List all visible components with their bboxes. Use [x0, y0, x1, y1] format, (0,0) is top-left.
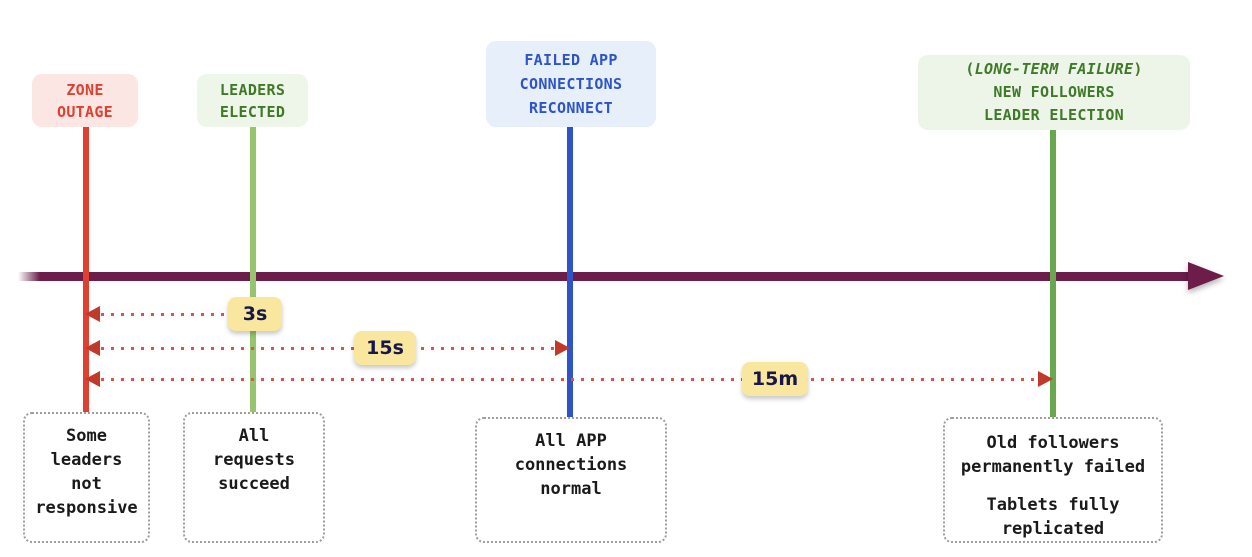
state-line: leaders: [50, 450, 123, 470]
event-label-line: NEW FOLLOWERS: [993, 83, 1115, 101]
arrow-left-icon: [85, 340, 100, 356]
arrow-right-icon: [1038, 371, 1053, 387]
state-line: succeed: [218, 474, 290, 494]
event-label-line: ZONE: [66, 80, 104, 99]
event-label-line: ELECTED: [219, 102, 286, 121]
duration-row-3s: 3s: [85, 297, 282, 331]
state-line: All APP: [535, 431, 607, 451]
arrow-right-icon: [555, 340, 570, 356]
italic-text: LONG-TERM FAILURE: [974, 60, 1134, 78]
state-box-some-leaders-not-responsive[interactable]: Some leaders not responsive: [23, 412, 150, 543]
event-label-failed-app-connections-reconnect[interactable]: FAILED APP CONNECTIONS RECONNECT: [486, 41, 656, 127]
event-stem-leaders-elected: [250, 118, 256, 418]
event-label-line-long-term-failure: (LONG-TERM FAILURE): [965, 60, 1143, 78]
event-label-line: LEADER ELECTION: [984, 106, 1124, 124]
arrow-left-icon: [85, 306, 100, 322]
state-box-old-followers-permanently-failed[interactable]: Old followers permanently failed Tablets…: [943, 417, 1163, 543]
event-label-zone-outage[interactable]: ZONE OUTAGE: [32, 74, 138, 127]
event-stem-new-followers-leader-election: [1050, 128, 1056, 422]
state-line: Some: [66, 426, 107, 446]
duration-row-15s: 15s: [85, 331, 572, 365]
duration-badge-3s[interactable]: 3s: [228, 297, 282, 331]
state-line: Tablets fully: [986, 495, 1120, 515]
duration-row-15m: 15m: [85, 362, 1055, 396]
state-line: connections: [514, 455, 628, 475]
duration-dotted-line: [101, 378, 1039, 381]
time-axis-arrowhead-icon: [1188, 262, 1224, 290]
duration-badge-15s[interactable]: 15s: [354, 331, 416, 365]
state-line: responsive: [35, 498, 138, 518]
event-label-line: RECONNECT: [529, 99, 613, 117]
time-axis-line: [18, 272, 1203, 281]
state-line: normal: [540, 479, 602, 499]
state-line-spacer: [945, 479, 1161, 493]
event-label-line: LEADERS: [219, 80, 286, 99]
state-line: not: [71, 474, 102, 494]
event-stem-failed-app-connections-reconnect: [567, 126, 573, 420]
event-stem-zone-outage: [83, 118, 89, 418]
state-line: Old followers: [986, 433, 1120, 453]
event-label-line: OUTAGE: [57, 102, 113, 121]
event-label-new-followers-leader-election[interactable]: (LONG-TERM FAILURE) NEW FOLLOWERS LEADER…: [918, 55, 1190, 130]
event-label-line: CONNECTIONS: [519, 75, 623, 93]
duration-badge-15m[interactable]: 15m: [742, 362, 808, 396]
event-label-leaders-elected[interactable]: LEADERS ELECTED: [197, 74, 308, 127]
state-line: replicated: [1001, 519, 1105, 539]
duration-dotted-line: [101, 313, 239, 316]
state-line: All: [238, 426, 270, 446]
duration-dotted-line: [101, 347, 556, 350]
state-line: permanently failed: [960, 457, 1146, 477]
state-box-all-app-connections-normal[interactable]: All APP connections normal: [475, 417, 667, 543]
state-line: requests: [213, 450, 295, 470]
arrow-left-icon: [85, 371, 100, 387]
state-box-all-requests-succeed[interactable]: All requests succeed: [183, 412, 325, 543]
event-label-line: FAILED APP: [524, 51, 618, 69]
